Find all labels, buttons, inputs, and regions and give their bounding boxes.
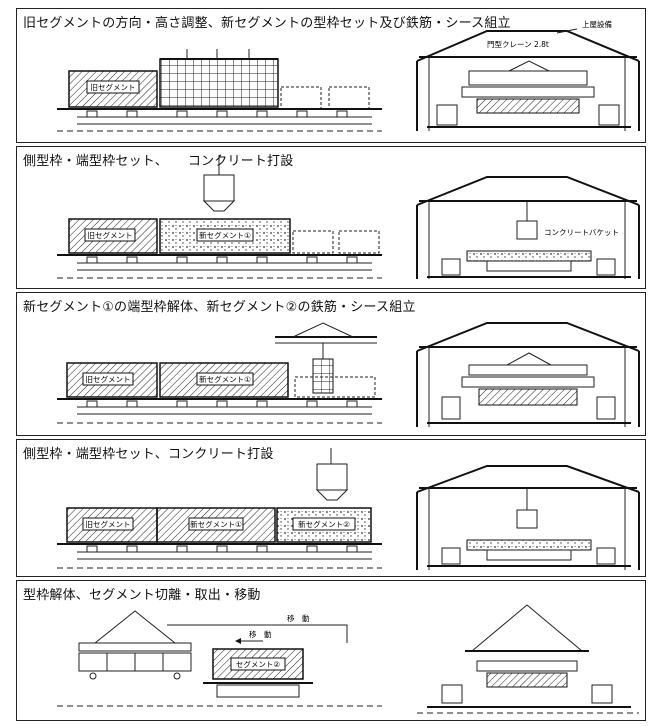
support-jacks: [86, 110, 348, 118]
step-panel-3: 新セグメント①の端型枠解体、新セグメント②の鉄筋・シース組立 旧セグメント 新セ…: [16, 292, 646, 436]
move-label-lower: 移 動: [249, 629, 272, 639]
step-caption-2: 側型枠・端型枠セット、 コンクリート打設: [23, 154, 294, 169]
new-segment-1-label: 新セグメント①: [190, 519, 242, 529]
old-segment-label: 旧セグメント: [86, 519, 131, 529]
concrete-bucket: [203, 174, 235, 202]
step-panel-2: 側型枠・端型枠セット、 コンクリート打設 旧セグメント 新セグメント①: [16, 146, 646, 289]
roof-equipment-label: 上屋設備: [582, 19, 612, 29]
new-segment-1-label: 新セグメント①: [199, 230, 251, 240]
step-caption-4: 側型枠・端型枠セット、コンクリート打設: [23, 447, 274, 462]
step-caption-1: 旧セグメントの方向・高さ調整、新セグメントの型枠セット及び鉄筋・シース組立: [23, 16, 511, 31]
move-label-upper: 移 動: [287, 613, 310, 623]
rebar-cage-2: [312, 358, 334, 394]
step-caption-3: 新セグメント①の端型枠解体、新セグメント②の鉄筋・シース組立: [23, 300, 416, 315]
step-1-illustration: 旧セグメント 上屋設備: [57, 19, 640, 132]
rebar-cage: [159, 58, 279, 108]
concrete-bucket: [316, 463, 348, 491]
old-segment-label: 旧セグメント: [88, 230, 133, 240]
step-2-illustration: 旧セグメント 新セグメント① コンクリート: [57, 155, 640, 279]
step-panel-5: 型枠解体、セグメント切離・取出・移動 移 動 移 動 セグメント②: [16, 580, 646, 721]
segment-2-label: セグメント②: [236, 659, 280, 669]
step-panel-4: 側型枠・端型枠セット、コンクリート打設 旧セグメント 新セグメント① 新セグメン…: [16, 439, 646, 577]
step-caption-5: 型枠解体、セグメント切離・取出・移動: [23, 588, 261, 603]
old-segment-label: 旧セグメント: [91, 82, 136, 92]
concrete-bucket-label: コンクリートバケット: [544, 228, 619, 237]
old-segment-label: 旧セグメント: [86, 374, 131, 384]
gantry-crane-label: 門型クレーン 2.8t: [487, 40, 549, 49]
new-segment-2-label: 新セグメント②: [298, 519, 350, 529]
new-segment-1-label: 新セグメント①: [199, 374, 251, 384]
step-3-illustration: 旧セグメント 新セグメント①: [57, 322, 640, 427]
step-panel-1: 旧セグメントの方向・高さ調整、新セグメントの型枠セット及び鉄筋・シース組立: [16, 8, 646, 143]
step-5-illustration: 移 動 移 動 セグメント②: [57, 604, 639, 714]
step-4-illustration: 旧セグメント 新セグメント① 新セグメント②: [57, 448, 640, 570]
shed-roof: [416, 30, 640, 62]
